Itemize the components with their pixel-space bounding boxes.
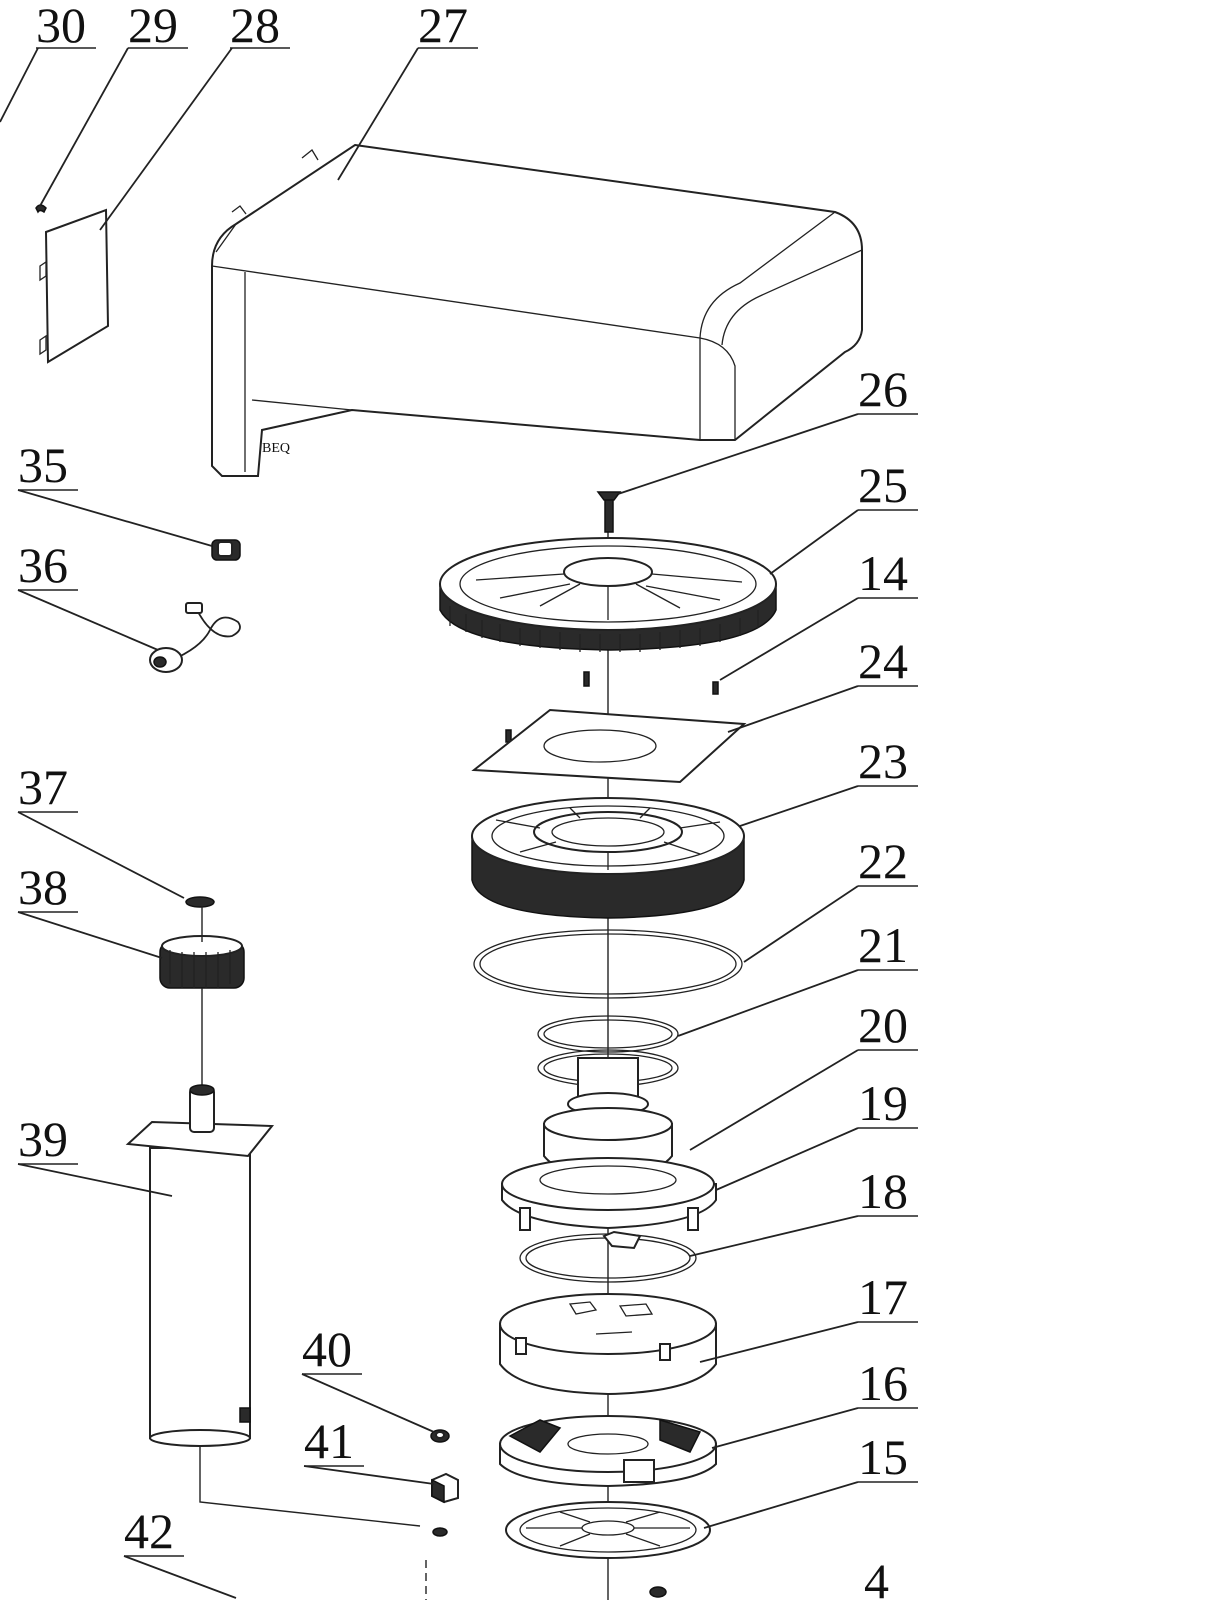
callout-19: 19 [858, 1075, 908, 1131]
part-24-square-plate [471, 708, 747, 784]
callout-28: 28 [230, 0, 280, 53]
callout-26: 26 [858, 361, 908, 417]
callout-21: 21 [858, 917, 908, 973]
part-41-block [431, 1472, 459, 1504]
part-38-pinion-gear [159, 935, 245, 989]
callout-20: 20 [858, 997, 908, 1053]
part-29-clip [35, 204, 47, 214]
part-40-nut [430, 1429, 450, 1443]
cover-embossed-mark: BEQ [262, 441, 290, 456]
part-22-large-ring [473, 929, 743, 999]
callout-41: 41 [304, 1413, 354, 1469]
callout-15: 15 [858, 1429, 908, 1485]
part-26-screw [596, 491, 622, 533]
part-18-clip-ring [519, 1230, 697, 1283]
callout-40: 40 [302, 1321, 352, 1377]
callout-25: 25 [858, 457, 908, 513]
callout-27: 27 [418, 0, 468, 53]
callout-23: 23 [858, 733, 908, 789]
part-35-connector [211, 539, 241, 561]
part-36-cable [149, 602, 241, 673]
callout-39: 39 [18, 1111, 68, 1167]
callout-18: 18 [858, 1163, 908, 1219]
callout-16: 16 [858, 1355, 908, 1411]
callout-38: 38 [18, 859, 68, 915]
part-17-cylinder [499, 1293, 717, 1396]
callout-36: 36 [18, 537, 68, 593]
callout-labels: 30 29 28 27 26 25 14 24 23 22 21 20 19 1… [18, 0, 908, 1605]
callout-4: 4 [864, 1553, 889, 1600]
callout-24: 24 [858, 633, 908, 689]
callout-14: 14 [858, 545, 908, 601]
label-underlines [18, 47, 918, 1557]
part-39-motor [125, 1084, 421, 1527]
callout-35: 35 [18, 437, 68, 493]
callout-30: 30 [36, 0, 86, 53]
part-27-cover: BEQ [211, 143, 863, 477]
part-19-flange [501, 1157, 717, 1231]
part-16-holder [499, 1415, 717, 1488]
callout-22: 22 [858, 833, 908, 889]
part-4-small [649, 1586, 667, 1598]
part-15-spoked-plate [505, 1501, 711, 1559]
part-42-washer [432, 1527, 448, 1537]
part-23-drum [471, 797, 745, 919]
leader-lines [0, 47, 859, 1599]
part-25-large-gear [439, 537, 777, 652]
callout-37: 37 [18, 759, 68, 815]
callout-17: 17 [858, 1269, 908, 1325]
callout-42: 42 [124, 1503, 174, 1559]
part-28-plate [39, 208, 110, 364]
part-37-washer [185, 896, 215, 908]
callout-29: 29 [128, 0, 178, 53]
